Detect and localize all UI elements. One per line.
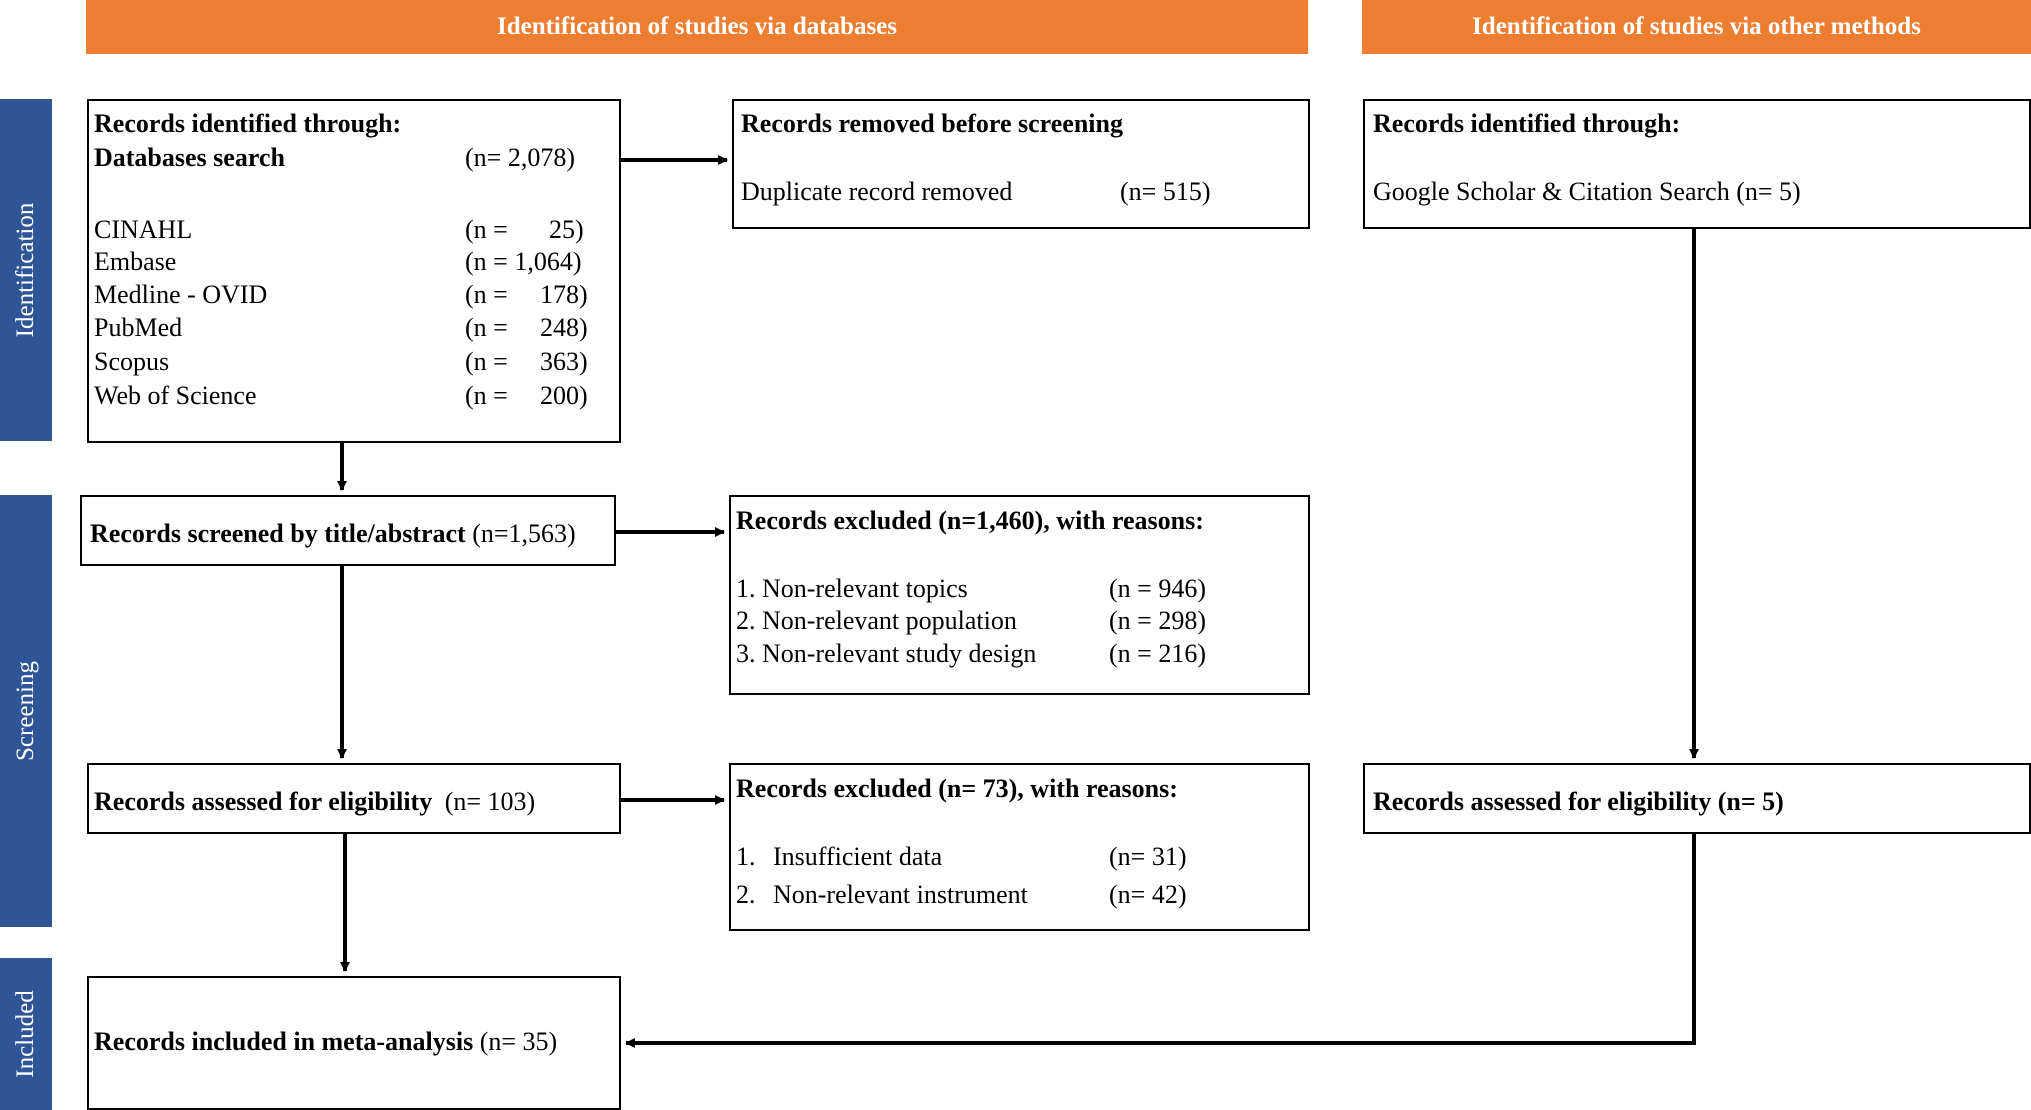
source-count-prefix: (n =	[465, 313, 508, 342]
eligibility-db-count: (n= 103)	[444, 787, 536, 816]
eligibility-other-text: Records assessed for eligibility (n= 5)	[1373, 789, 1784, 815]
excluded-screening-box: Records excluded (n=1,460), with reasons…	[729, 495, 1310, 695]
source-name: Web of Science	[94, 381, 257, 410]
source-count-prefix: (n =	[465, 215, 508, 244]
excluded-elig-number: 2.	[736, 880, 756, 909]
source-count-prefix: (n =	[465, 280, 508, 309]
excluded-reason-label: 3. Non-relevant study design	[736, 639, 1037, 668]
excluded-elig-number: 1.	[736, 842, 756, 871]
eligibility-db-label: Records assessed for eligibility	[94, 787, 433, 816]
excluded-reason-count: (n = 298)	[1109, 606, 1206, 635]
header-other-label: Identification of studies via other meth…	[1472, 13, 1921, 40]
stage-included: Included	[0, 958, 52, 1110]
arrow-other-eligibility-to-included	[625, 834, 1696, 1048]
eligibility-other-count: (n= 5)	[1717, 787, 1784, 816]
screened-count: (n=1,563)	[472, 519, 576, 548]
screened-label: Records screened by title/abstract	[90, 519, 466, 548]
eligibility-other-label: Records assessed for eligibility	[1373, 787, 1712, 816]
excluded-elig-label: Insufficient data	[773, 842, 943, 871]
source-count-value: 25)	[549, 215, 584, 244]
source-count-prefix: (n =	[465, 381, 508, 410]
identified-db-subtitle: Databases search	[94, 143, 285, 172]
excluded-reason-label: 1. Non-relevant topics	[736, 574, 968, 603]
source-count-value: 200)	[540, 381, 588, 410]
removed-title: Records removed before screening	[741, 109, 1123, 138]
source-count-value: 248)	[540, 313, 588, 342]
stage-identification: Identification	[0, 99, 52, 441]
excluded-eligibility-box: Records excluded (n= 73), with reasons: …	[729, 763, 1310, 931]
excluded-reason-label: 2. Non-relevant population	[736, 606, 1017, 635]
excluded-eligibility-title: Records excluded (n= 73), with reasons:	[736, 774, 1178, 803]
included-text: Records included in meta-analysis (n= 35…	[94, 1029, 557, 1055]
source-name: Medline - OVID	[94, 280, 268, 309]
source-count-prefix: (n =	[465, 347, 508, 376]
excluded-screening-title: Records excluded (n=1,460), with reasons…	[736, 506, 1204, 535]
removed-label: Duplicate record removed	[741, 177, 1013, 206]
source-count-value: 363)	[540, 347, 588, 376]
source-count-prefix: (n = 1,064)	[465, 247, 582, 276]
source-name: Embase	[94, 247, 177, 276]
header-other-methods: Identification of studies via other meth…	[1362, 0, 2031, 54]
stage-screening: Screening	[0, 495, 52, 927]
excluded-reason-count: (n = 216)	[1109, 639, 1206, 668]
source-name: PubMed	[94, 313, 183, 342]
source-name: CINAHL	[94, 215, 193, 244]
removed-count: (n= 515)	[1120, 177, 1211, 206]
identified-db-total: (n= 2,078)	[465, 143, 575, 172]
source-name: Scopus	[94, 347, 170, 376]
included-count: (n= 35)	[479, 1027, 558, 1056]
excluded-reason-count: (n = 946)	[1109, 574, 1206, 603]
excluded-elig-count: (n= 42)	[1109, 880, 1187, 909]
identified-other-box: Records identified through: Google Schol…	[1363, 99, 2031, 229]
header-databases: Identification of studies via databases	[86, 0, 1308, 54]
identified-other-label: Google Scholar & Citation Search (n= 5)	[1373, 177, 1801, 206]
eligibility-db-text: Records assessed for eligibility (n= 103…	[94, 789, 535, 815]
source-count-value: 178)	[540, 280, 588, 309]
identified-other-title: Records identified through:	[1373, 109, 1681, 138]
removed-before-screening-box: Records removed before screening Duplica…	[732, 99, 1310, 229]
excluded-elig-label: Non-relevant instrument	[773, 880, 1028, 909]
screened-box: Records screened by title/abstract (n=1,…	[80, 495, 616, 566]
eligibility-other-box: Records assessed for eligibility (n= 5)	[1363, 763, 2031, 834]
header-databases-label: Identification of studies via databases	[496, 13, 898, 40]
included-label: Records included in meta-analysis	[94, 1027, 474, 1056]
included-box: Records included in meta-analysis (n= 35…	[87, 976, 621, 1110]
screened-text: Records screened by title/abstract (n=1,…	[90, 521, 576, 547]
excluded-elig-count: (n= 31)	[1109, 842, 1187, 871]
eligibility-databases-box: Records assessed for eligibility (n= 103…	[87, 763, 621, 834]
identified-db-title: Records identified through:	[94, 109, 402, 138]
identified-databases-box: Records identified through: Databases se…	[87, 99, 621, 443]
